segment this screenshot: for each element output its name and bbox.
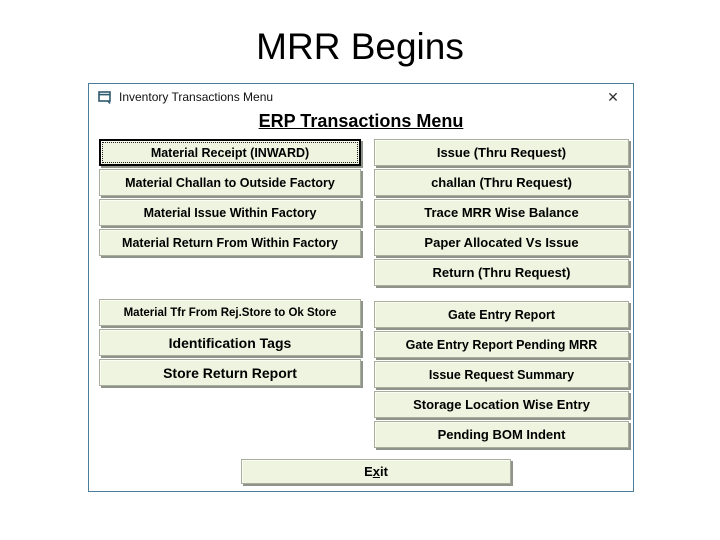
right-top-button-group: Issue (Thru Request) challan (Thru Reque… — [374, 139, 629, 289]
storage-location-wise-entry-button[interactable]: Storage Location Wise Entry — [374, 391, 629, 418]
exit-button[interactable]: Exit — [241, 459, 511, 484]
material-tfr-rej-to-ok-store-button[interactable]: Material Tfr From Rej.Store to Ok Store — [99, 299, 361, 326]
return-thru-request-button[interactable]: Return (Thru Request) — [374, 259, 629, 286]
trace-mrr-wise-balance-button[interactable]: Trace MRR Wise Balance — [374, 199, 629, 226]
issue-thru-request-button[interactable]: Issue (Thru Request) — [374, 139, 629, 166]
exit-label: Exit — [364, 464, 388, 479]
window-title: Inventory Transactions Menu — [119, 90, 274, 104]
gate-entry-report-button[interactable]: Gate Entry Report — [374, 301, 629, 328]
window-titlebar[interactable]: Inventory Transactions Menu ✕ — [89, 84, 633, 110]
page-title: ERP Transactions Menu — [258, 111, 464, 131]
slide-title: MRR Begins — [256, 26, 464, 67]
identification-tags-button[interactable]: Identification Tags — [99, 329, 361, 356]
material-receipt-inward-button[interactable]: Material Receipt (INWARD) — [99, 139, 361, 166]
left-top-button-group: Material Receipt (INWARD) Material Chall… — [99, 139, 361, 259]
material-issue-within-factory-button[interactable]: Material Issue Within Factory — [99, 199, 361, 226]
paper-allocated-vs-issue-button[interactable]: Paper Allocated Vs Issue — [374, 229, 629, 256]
store-return-report-button[interactable]: Store Return Report — [99, 359, 361, 386]
issue-request-summary-button[interactable]: Issue Request Summary — [374, 361, 629, 388]
right-bottom-button-group: Gate Entry Report Gate Entry Report Pend… — [374, 301, 629, 451]
form-icon — [98, 90, 111, 104]
challan-thru-request-button[interactable]: challan (Thru Request) — [374, 169, 629, 196]
material-return-within-factory-button[interactable]: Material Return From Within Factory — [99, 229, 361, 256]
left-bottom-button-group: Material Tfr From Rej.Store to Ok Store … — [99, 299, 361, 389]
pending-bom-indent-button[interactable]: Pending BOM Indent — [374, 421, 629, 448]
inventory-transactions-window: Inventory Transactions Menu ✕ ERP Transa… — [88, 83, 634, 492]
gate-entry-report-pending-mrr-button[interactable]: Gate Entry Report Pending MRR — [374, 331, 629, 358]
close-icon[interactable]: ✕ — [607, 89, 619, 105]
material-challan-outside-factory-button[interactable]: Material Challan to Outside Factory — [99, 169, 361, 196]
